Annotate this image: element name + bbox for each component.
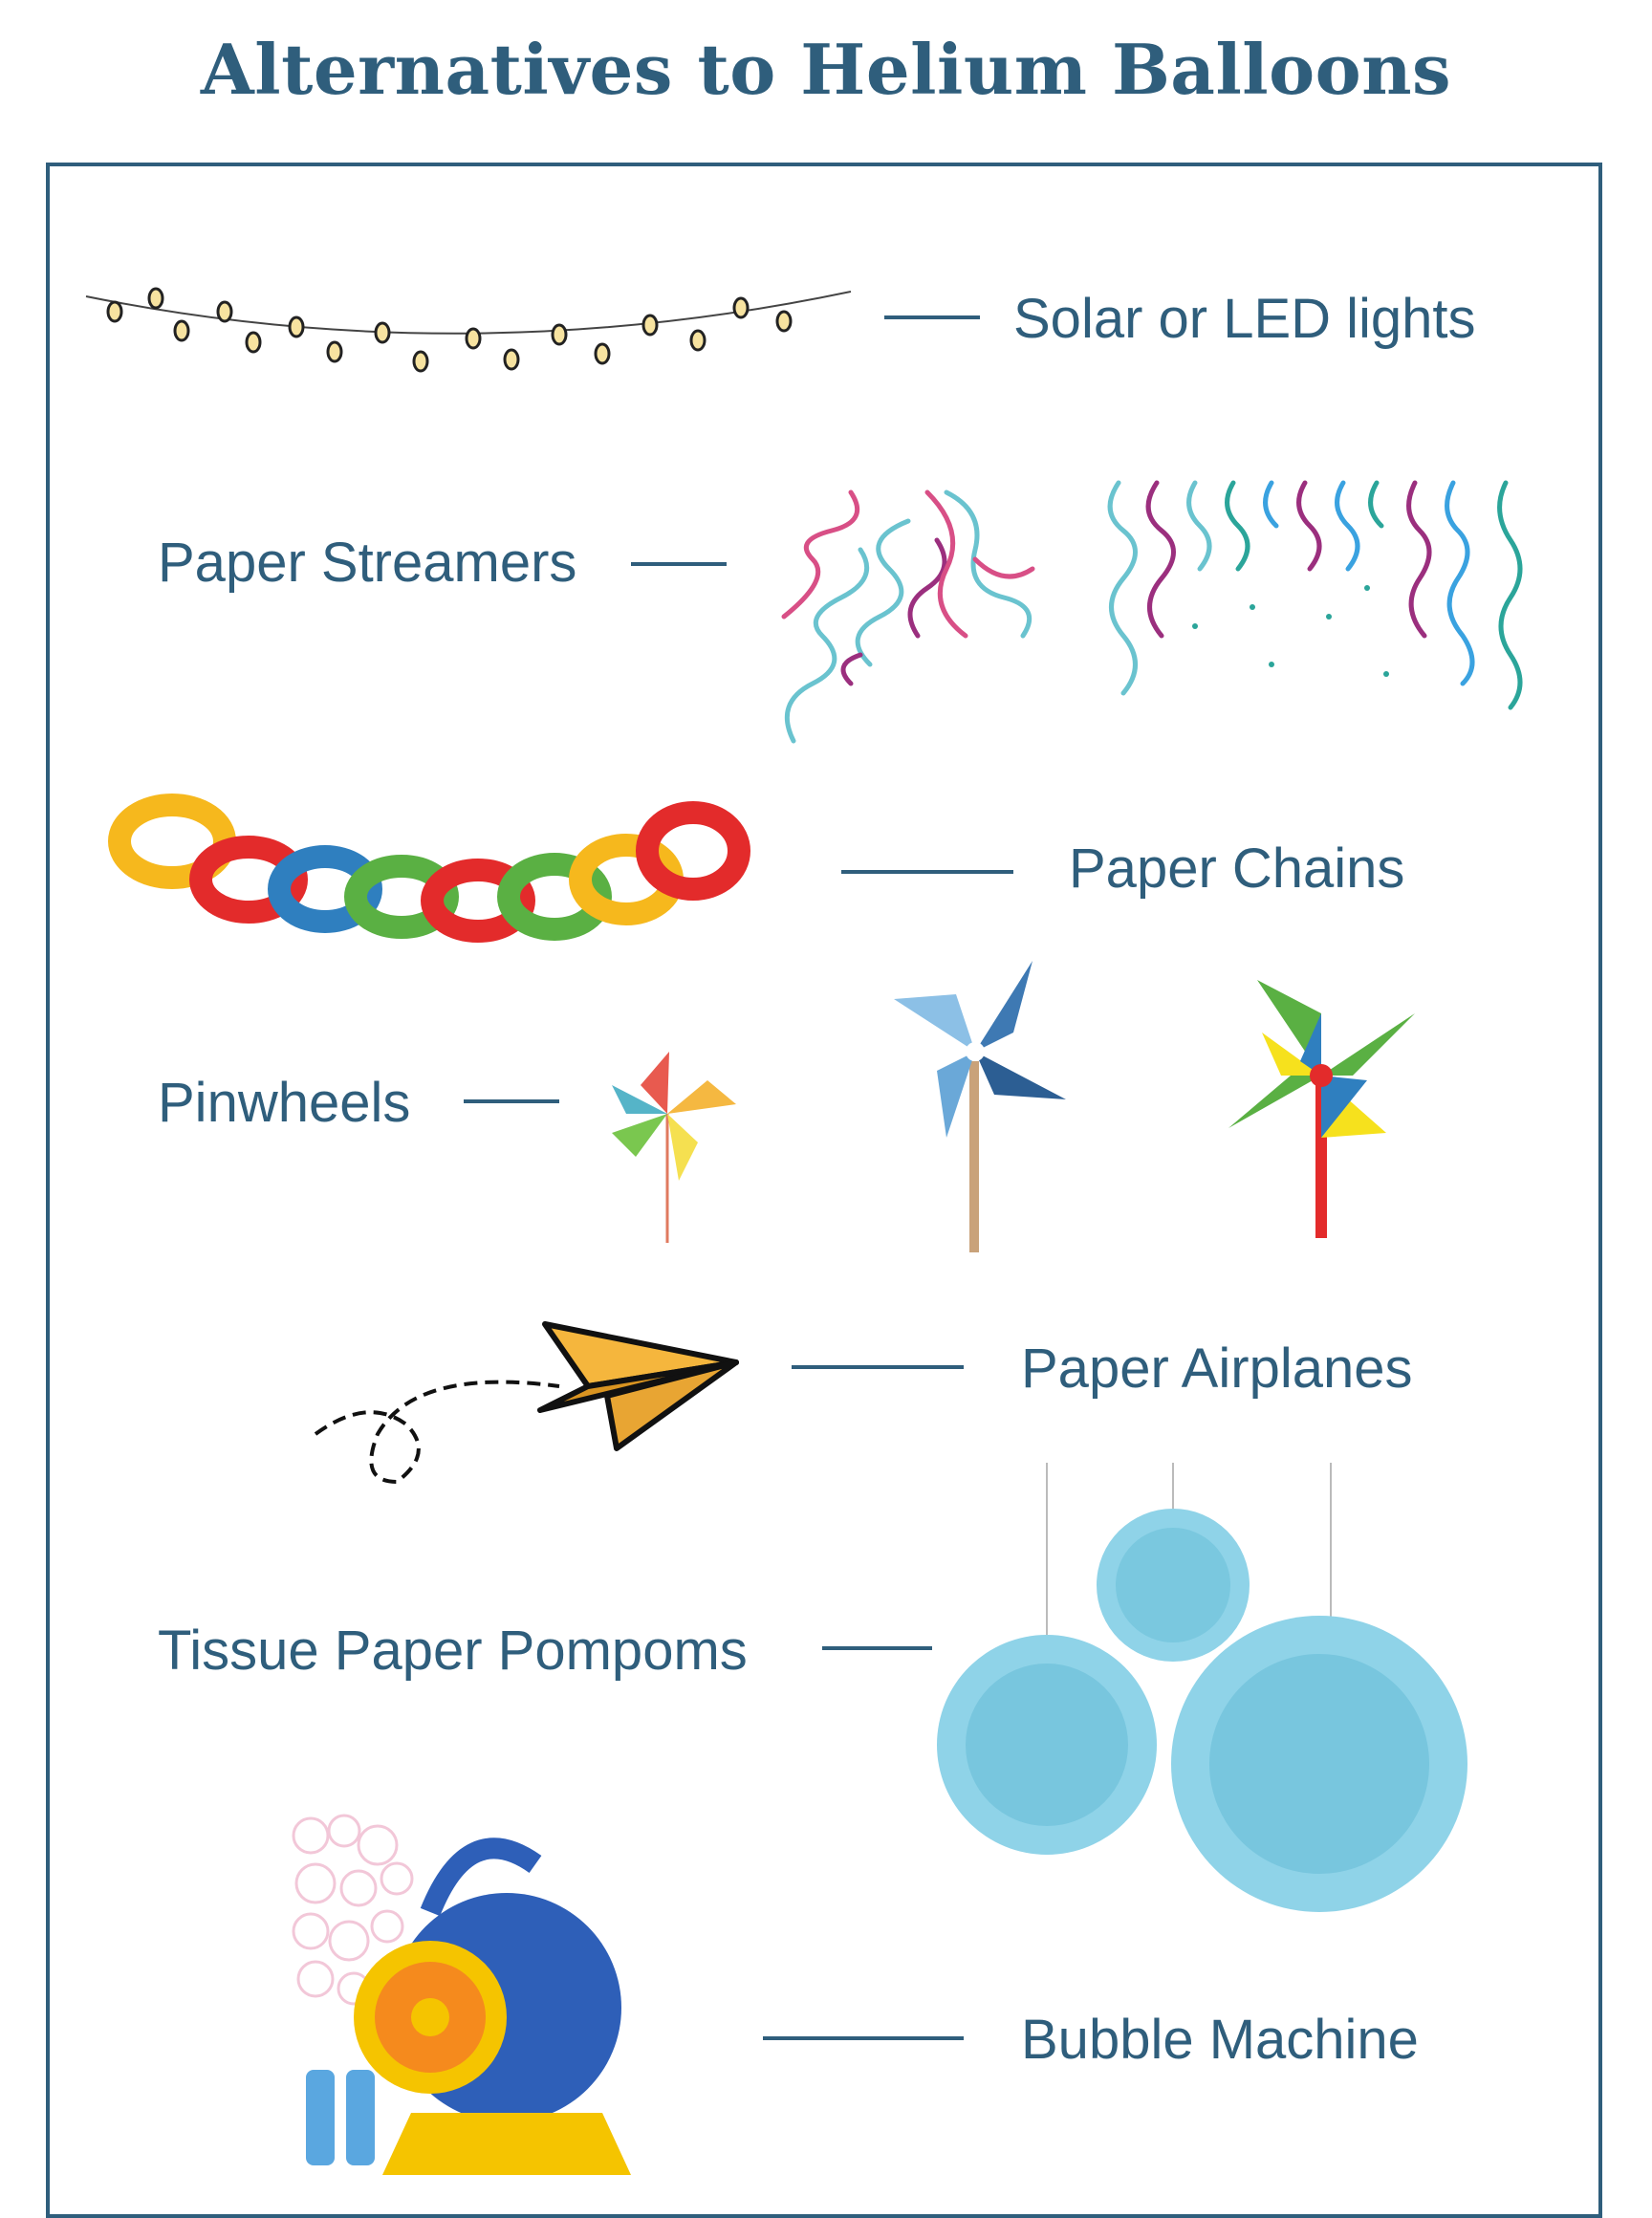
streamers-icon <box>781 480 1523 744</box>
paper-airplane-icon <box>314 1321 739 1485</box>
connector-line <box>822 1646 932 1650</box>
connector-line <box>792 1365 964 1369</box>
bubble-machine-icon <box>292 1814 631 2175</box>
label-paper-streamers: Paper Streamers <box>158 532 577 594</box>
connector-line <box>464 1099 559 1103</box>
connector-line <box>631 562 727 566</box>
pinwheel-icon <box>612 1052 736 1243</box>
label-tissue-paper-pompoms: Tissue Paper Pompoms <box>158 1620 748 1682</box>
label-bubble-machine: Bubble Machine <box>1021 2009 1419 2071</box>
label-paper-chains: Paper Chains <box>1069 837 1405 900</box>
label-paper-airplanes: Paper Airplanes <box>1021 1337 1413 1400</box>
page-title: Alternatives to Helium Balloons <box>200 29 1452 110</box>
label-solar-led-lights: Solar or LED lights <box>1013 288 1476 350</box>
connector-line <box>884 315 980 319</box>
connector-line <box>763 2036 964 2040</box>
paper-chain-icon <box>108 794 750 943</box>
label-pinwheels: Pinwheels <box>158 1072 411 1134</box>
string-lights-icon <box>85 287 852 373</box>
pompom-icon <box>937 1463 1467 1912</box>
pinwheel-icon <box>894 961 1066 1252</box>
connector-line <box>841 870 1013 874</box>
pinwheel-icon <box>1228 980 1415 1238</box>
